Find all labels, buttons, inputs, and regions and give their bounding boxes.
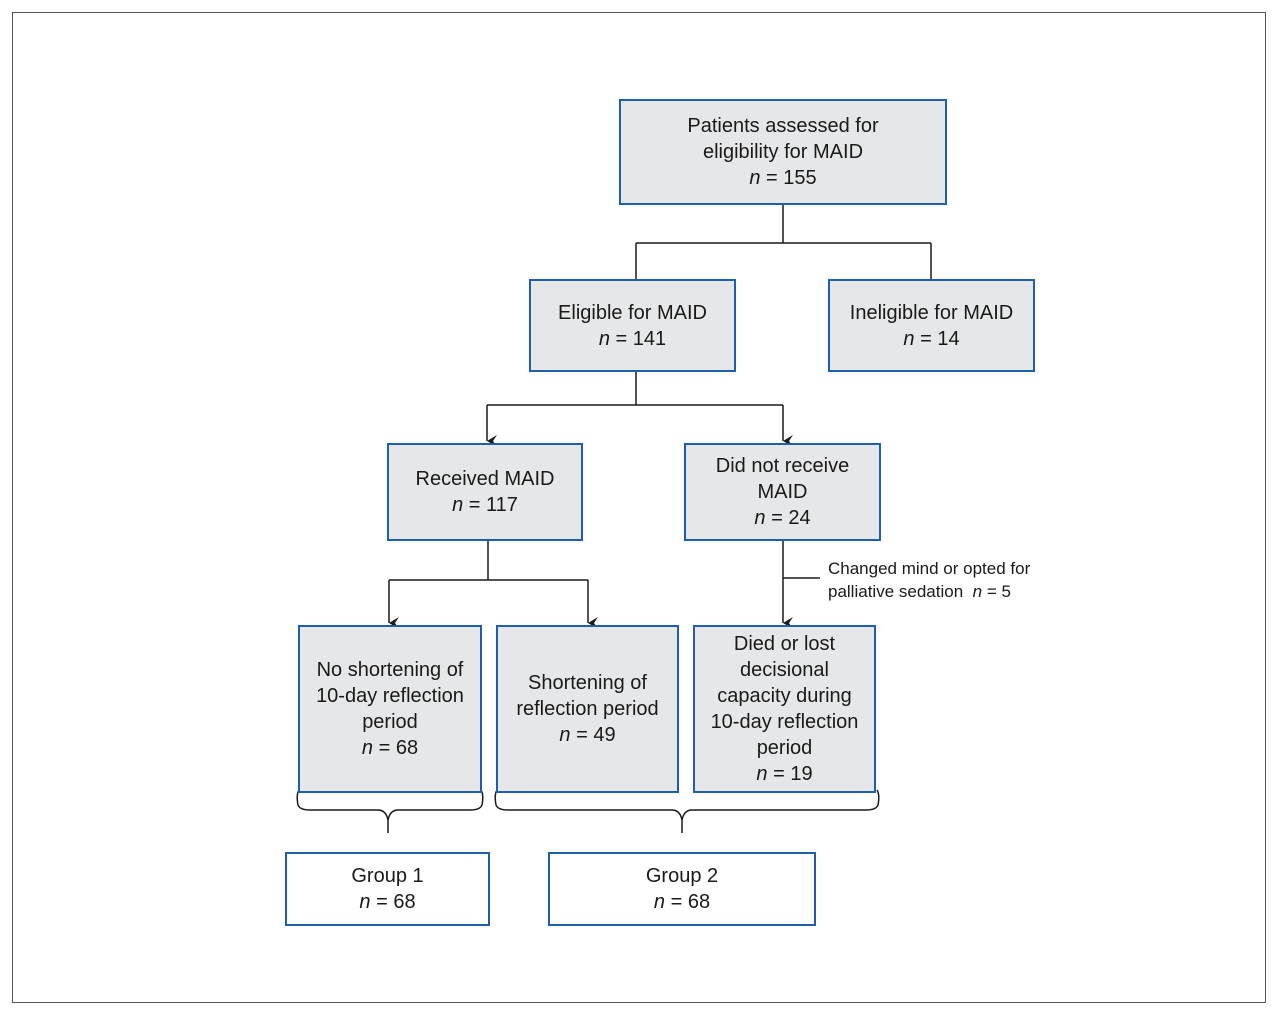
box-text: Patients assessed for	[687, 115, 879, 137]
box-text: Shortening of	[528, 672, 647, 694]
box-text: 10-day reflection	[316, 685, 464, 707]
box-not-received: Did not receive MAID n = 24	[684, 443, 881, 541]
box-text: 10-day reflection	[710, 711, 859, 733]
box-received: Received MAID n = 117	[387, 443, 583, 541]
box-count: n = 19	[756, 763, 813, 785]
brace-group2	[494, 789, 880, 833]
box-text: period	[756, 737, 813, 759]
note-count: palliative sedation n = 5	[828, 582, 1011, 601]
connector-received-stem	[389, 541, 588, 581]
box-count: n = 117	[452, 494, 518, 516]
box-text: Received MAID	[415, 468, 555, 490]
box-ineligible: Ineligible for MAID n = 14	[828, 279, 1035, 372]
box-shortening: Shortening of reflection period n = 49	[496, 625, 679, 793]
box-group1: Group 1 n = 68	[285, 852, 490, 926]
box-text: Group 2	[645, 865, 719, 887]
box-count: n = 68	[653, 891, 711, 913]
box-count: n = 141	[598, 327, 667, 350]
box-died: Died or lost decisional capacity during …	[693, 625, 876, 793]
box-count: n = 68	[361, 737, 419, 759]
figure-frame	[12, 12, 1266, 1003]
exclusion-note: Changed mind or opted for palliative sed…	[828, 557, 1030, 603]
box-text: Eligible for MAID	[558, 301, 707, 324]
box-text: reflection period	[516, 698, 659, 720]
box-count: n = 155	[749, 167, 817, 189]
connector-assessed-split	[635, 205, 932, 279]
box-group2: Group 2 n = 68	[548, 852, 816, 926]
box-eligible: Eligible for MAID n = 141	[529, 279, 736, 372]
box-text: period	[362, 711, 418, 733]
box-count: n = 24	[754, 507, 811, 529]
box-text: Did not receive	[715, 455, 850, 477]
box-count: n = 14	[903, 327, 960, 350]
box-text: Died or lost	[733, 633, 836, 655]
box-text: No shortening of	[316, 659, 464, 681]
box-text: Ineligible for MAID	[849, 301, 1014, 324]
box-assessed: Patients assessed for eligibility for MA…	[619, 99, 947, 205]
box-text: MAID	[757, 481, 808, 503]
box-count: n = 68	[359, 891, 416, 913]
box-text: decisional	[740, 659, 829, 681]
box-count: n = 49	[559, 724, 616, 746]
note-text: Changed mind or opted for	[828, 559, 1031, 578]
box-text: Group 1	[351, 865, 424, 887]
box-no-shortening: No shortening of 10-day reflection perio…	[298, 625, 482, 793]
box-text: capacity during	[717, 685, 852, 707]
connector-eligible-stem	[487, 371, 783, 406]
brace-group1	[296, 789, 484, 833]
box-text: eligibility for MAID	[702, 141, 864, 163]
